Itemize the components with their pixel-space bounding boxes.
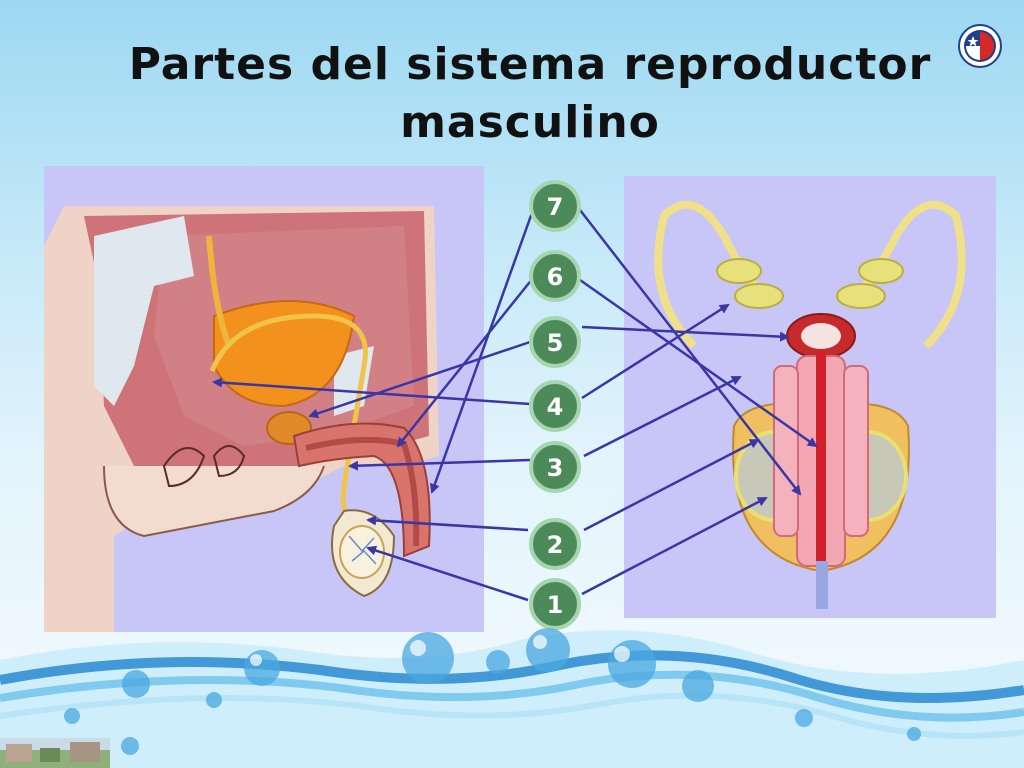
arrows bbox=[212, 209, 818, 602]
campus-photo bbox=[0, 738, 110, 768]
arrow-4-left bbox=[212, 377, 531, 406]
title-line-1: Partes del sistema reproductor bbox=[128, 39, 932, 90]
svg-text:4: 4 bbox=[547, 393, 564, 421]
number-badge-5: 5 bbox=[529, 316, 581, 368]
svg-text:5: 5 bbox=[547, 329, 564, 357]
arrow-6-left bbox=[396, 277, 534, 448]
svg-text:2: 2 bbox=[547, 531, 564, 559]
arrow-7-right bbox=[579, 209, 802, 496]
arrow-7-left bbox=[429, 209, 535, 494]
arrow-4-right bbox=[581, 303, 730, 400]
page-title: Partes del sistema reproductor masculino bbox=[60, 36, 1000, 152]
sagittal-diagram bbox=[44, 206, 439, 632]
arrow-1-left bbox=[366, 545, 529, 602]
number-badge-4: 4 bbox=[529, 380, 581, 432]
arrow-2-left bbox=[366, 515, 529, 532]
svg-text:7: 7 bbox=[547, 193, 564, 221]
water-wave-decoration bbox=[0, 628, 1024, 768]
svg-text:6: 6 bbox=[547, 263, 564, 291]
arrow-6-right bbox=[579, 278, 818, 448]
arrow-2-right bbox=[583, 438, 760, 532]
arrow-3-left bbox=[348, 458, 531, 471]
arrow-3-right bbox=[583, 375, 742, 458]
title-line-2: masculino bbox=[400, 97, 660, 148]
arrow-5-left bbox=[308, 340, 531, 419]
number-badge-7: 7 bbox=[529, 180, 581, 232]
frontal-diagram bbox=[654, 200, 966, 609]
number-badge-6: 6 bbox=[529, 250, 581, 302]
number-badge-3: 3 bbox=[529, 441, 581, 493]
svg-text:3: 3 bbox=[547, 454, 564, 482]
number-badge-2: 2 bbox=[529, 518, 581, 570]
logo-badge-icon bbox=[958, 24, 1002, 68]
number-badge-1: 1 bbox=[529, 578, 581, 630]
arrow-1-right bbox=[581, 496, 768, 596]
svg-text:1: 1 bbox=[547, 591, 564, 619]
